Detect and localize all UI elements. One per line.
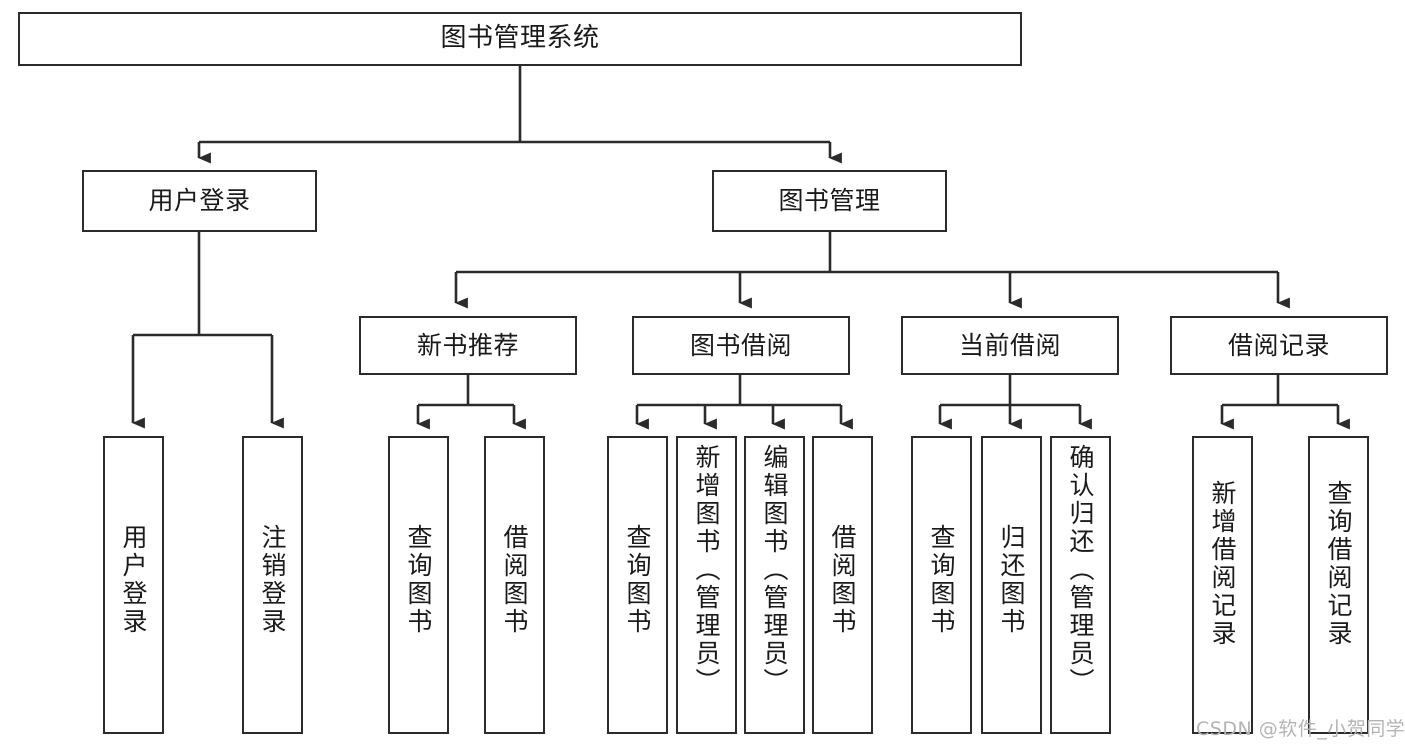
leaf-borrow-book-1[interactable]: 借阅图书 xyxy=(484,436,545,734)
leaf-user-login[interactable]: 用户登录 xyxy=(103,436,164,734)
node-new-book-recommend-label: 新书推荐 xyxy=(416,330,519,360)
leaf-borrow-book-2-label: 借阅图书 xyxy=(828,524,857,636)
node-user-login[interactable]: 用户登录 xyxy=(82,170,317,232)
leaf-edit-book-label: 编辑图书（管理员） xyxy=(760,444,789,696)
node-root[interactable]: 图书管理系统 xyxy=(18,12,1022,66)
leaf-query-book-3[interactable]: 查询图书 xyxy=(911,436,972,734)
csdn-watermark: CSDN @软件_小贺同学 xyxy=(1196,718,1405,740)
leaf-query-book-2[interactable]: 查询图书 xyxy=(607,436,668,734)
leaf-user-login-label: 用户登录 xyxy=(119,524,148,636)
leaf-query-record-label: 查询借阅记录 xyxy=(1324,480,1353,648)
node-book-borrow-label: 图书借阅 xyxy=(689,330,792,360)
leaf-borrow-book-1-label: 借阅图书 xyxy=(500,524,529,636)
leaf-confirm-return[interactable]: 确认归还（管理员） xyxy=(1050,436,1111,734)
leaf-add-record-label: 新增借阅记录 xyxy=(1208,480,1237,648)
leaf-add-record[interactable]: 新增借阅记录 xyxy=(1192,436,1253,734)
leaf-logout-login[interactable]: 注销登录 xyxy=(242,436,303,734)
node-book-borrow[interactable]: 图书借阅 xyxy=(632,316,850,375)
leaf-confirm-return-label: 确认归还（管理员） xyxy=(1066,444,1095,696)
node-user-login-label: 用户登录 xyxy=(148,186,251,215)
leaf-logout-login-label: 注销登录 xyxy=(258,524,287,636)
node-current-borrow[interactable]: 当前借阅 xyxy=(901,316,1119,375)
leaf-query-book-1-label: 查询图书 xyxy=(404,524,433,636)
node-borrow-record[interactable]: 借阅记录 xyxy=(1170,316,1388,375)
leaf-return-book-label: 归还图书 xyxy=(997,524,1026,636)
leaf-query-book-3-label: 查询图书 xyxy=(927,524,956,636)
node-borrow-record-label: 借阅记录 xyxy=(1227,330,1330,360)
leaf-query-book-2-label: 查询图书 xyxy=(623,524,652,636)
leaf-add-book[interactable]: 新增图书（管理员） xyxy=(676,436,737,734)
node-book-manage[interactable]: 图书管理 xyxy=(712,170,947,232)
node-new-book-recommend[interactable]: 新书推荐 xyxy=(359,316,577,375)
node-book-manage-label: 图书管理 xyxy=(778,186,881,215)
leaf-return-book[interactable]: 归还图书 xyxy=(981,436,1042,734)
leaf-borrow-book-2[interactable]: 借阅图书 xyxy=(812,436,873,734)
leaf-query-book-1[interactable]: 查询图书 xyxy=(388,436,449,734)
node-current-borrow-label: 当前借阅 xyxy=(958,330,1061,360)
leaf-query-record[interactable]: 查询借阅记录 xyxy=(1308,436,1369,734)
leaf-add-book-label: 新增图书（管理员） xyxy=(692,444,721,696)
leaf-edit-book[interactable]: 编辑图书（管理员） xyxy=(744,436,805,734)
node-root-label: 图书管理系统 xyxy=(440,23,600,54)
